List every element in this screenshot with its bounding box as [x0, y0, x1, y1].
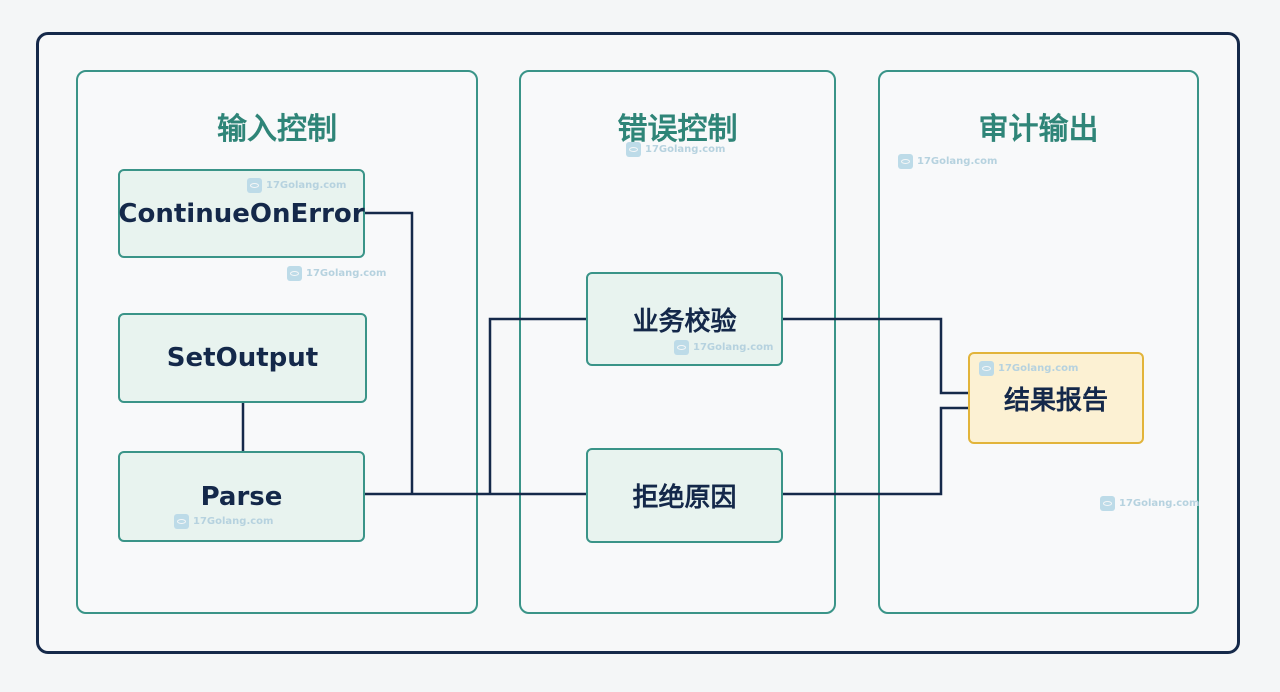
node-business-validation: 业务校验: [586, 272, 783, 366]
watermark: 17Golang.com: [174, 514, 273, 529]
node-rejection-reason: 拒绝原因: [586, 448, 783, 543]
node-label: 结果报告: [1003, 385, 1108, 416]
watermark: 17Golang.com: [1100, 496, 1199, 511]
watermark: 17Golang.com: [674, 340, 773, 355]
node-label: SetOutput: [166, 343, 319, 373]
watermark-logo-icon: [626, 142, 641, 157]
panel-title-input-control: 输入控制: [217, 112, 337, 147]
watermark-text: 17Golang.com: [998, 363, 1079, 374]
watermark: 17Golang.com: [247, 178, 346, 193]
watermark-text: 17Golang.com: [917, 156, 998, 167]
watermark-logo-icon: [287, 266, 302, 281]
watermark-text: 17Golang.com: [1119, 498, 1200, 509]
node-continue-on-error: ContinueOnError: [118, 169, 365, 258]
watermark-text: 17Golang.com: [693, 342, 774, 353]
node-result-report: 结果报告: [968, 352, 1144, 444]
panel-title-audit-output: 审计输出: [978, 112, 1099, 147]
watermark-text: 17Golang.com: [306, 268, 387, 279]
watermark-logo-icon: [979, 361, 994, 376]
panel-title-error-control: 错误控制: [617, 112, 738, 147]
node-parse: Parse: [118, 451, 365, 542]
node-label: ContinueOnError: [118, 198, 365, 229]
watermark-logo-icon: [174, 514, 189, 529]
watermark: 17Golang.com: [979, 361, 1078, 376]
watermark-logo-icon: [1100, 496, 1115, 511]
watermark: 17Golang.com: [626, 142, 725, 157]
watermark-logo-icon: [898, 154, 913, 169]
node-label: 业务校验: [632, 306, 737, 337]
watermark-text: 17Golang.com: [645, 144, 726, 155]
node-label: Parse: [200, 481, 283, 512]
panel-audit-output: [878, 70, 1199, 614]
watermark: 17Golang.com: [287, 266, 386, 281]
watermark: 17Golang.com: [898, 154, 997, 169]
watermark-logo-icon: [674, 340, 689, 355]
watermark-text: 17Golang.com: [266, 180, 347, 191]
watermark-text: 17Golang.com: [193, 516, 274, 527]
node-label: 拒绝原因: [632, 483, 737, 513]
node-set-output: SetOutput: [118, 313, 367, 403]
watermark-logo-icon: [247, 178, 262, 193]
